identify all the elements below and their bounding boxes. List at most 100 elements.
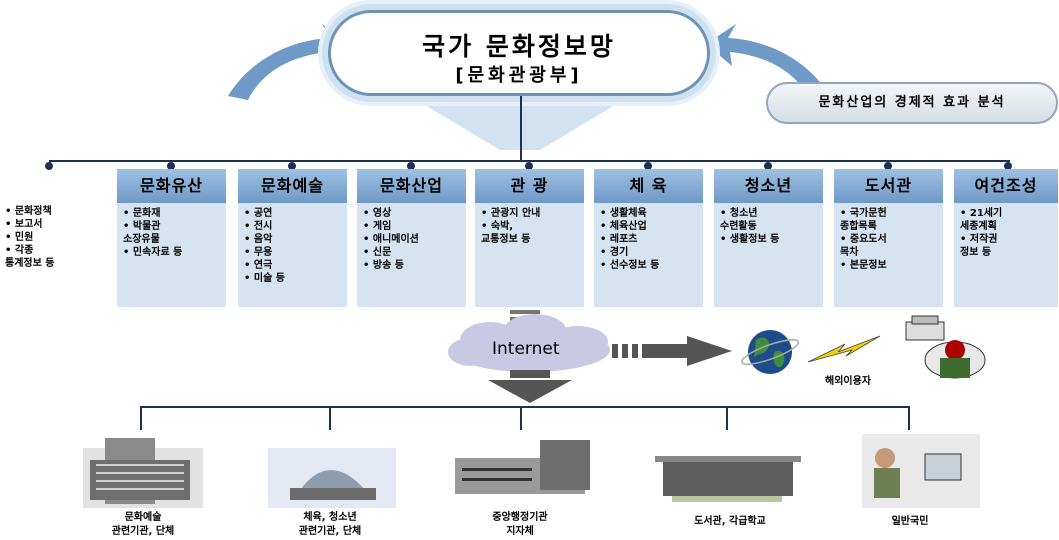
- category-box-industry: 문화산업 영상 게임 애니메이션 신문 방송 등: [357, 169, 466, 307]
- list-item: 레포츠: [600, 233, 700, 246]
- list-item: 박물관 소장유물: [123, 220, 223, 246]
- list-item: 방송 등: [363, 259, 463, 272]
- list-item: 생활정보 등: [720, 233, 820, 246]
- bottom-drop-line: [329, 406, 331, 430]
- list-item: 문화정책: [5, 205, 54, 218]
- misc-list: 문화정책 보고서 민원 각종 통계정보 등: [5, 205, 54, 270]
- list-item: 무용: [244, 246, 344, 259]
- list-item: 중요도서 목차: [840, 233, 940, 259]
- category-box-heritage: 문화유산 문화재 박물관 소장유물 민속자료 등: [117, 169, 226, 307]
- library-building-icon: [655, 456, 801, 502]
- bottom-illustrations: [83, 434, 980, 508]
- list-item: 연극: [244, 259, 344, 272]
- list-item: 문화재: [123, 207, 223, 220]
- branch-dot: [884, 162, 892, 170]
- list-item: 미술 등: [244, 272, 344, 285]
- bottom-label: 체육, 청소년 관련기관, 단체: [298, 512, 362, 537]
- list-item: 게임: [363, 220, 463, 233]
- category-box-tourism: 관 광 관광지 안내 숙박, 교통정보 등: [475, 169, 584, 307]
- list-item: 음악: [244, 233, 344, 246]
- category-box-youth: 청소년 청소년 수련활동 생활정보 등: [714, 169, 823, 307]
- network-subtitle: [문화관광부]: [455, 65, 583, 86]
- branch-dot: [644, 162, 652, 170]
- category-title: 청소년: [714, 169, 823, 203]
- government-building-icon: [455, 440, 590, 494]
- list-item: 보고서: [5, 218, 54, 231]
- list-item: 영상: [363, 207, 463, 220]
- branch-dot: [407, 162, 415, 170]
- office-building-icon: [83, 438, 203, 508]
- category-list: 문화재 박물관 소장유물 민속자료 등: [123, 207, 223, 259]
- category-title: 문화산업: [357, 169, 466, 203]
- list-item: 민속자료 등: [123, 246, 223, 259]
- list-item: 공연: [244, 207, 344, 220]
- category-list: 청소년 수련활동 생활정보 등: [720, 207, 820, 246]
- economic-analysis-badge: 문화산업의 경제적 효과 분석: [766, 82, 1058, 124]
- list-item: 전시: [244, 220, 344, 233]
- category-title: 문화유산: [117, 169, 226, 203]
- network-title: 국가 문화정보망: [422, 32, 616, 61]
- category-list: 공연 전시 음악 무용 연극 미술 등: [244, 207, 344, 285]
- list-item: 선수정보 등: [600, 259, 700, 272]
- list-item: 관광지 안내: [481, 207, 581, 220]
- branch-dot: [45, 162, 53, 170]
- bottom-branch-line: [140, 406, 910, 408]
- branch-dot: [1004, 162, 1012, 170]
- left-arrow-icon: [228, 24, 352, 100]
- category-title: 도서관: [834, 169, 943, 203]
- bottom-label: 중앙행정기관 지자체: [492, 512, 548, 537]
- list-item: 생활체육: [600, 207, 700, 220]
- branch-dot: [167, 162, 175, 170]
- list-item: 체육산업: [600, 220, 700, 233]
- globe-icon: [740, 330, 800, 374]
- cloud-icon: [448, 314, 610, 372]
- category-list: 생활체육 체육산업 레포츠 경기 선수정보 등: [600, 207, 700, 272]
- dome-building-icon: [268, 448, 396, 508]
- branch-dot: [525, 162, 533, 170]
- category-list: 영상 게임 애니메이션 신문 방송 등: [363, 207, 463, 272]
- list-item: 신문: [363, 246, 463, 259]
- list-item: 숙박, 교통정보 등: [481, 220, 581, 246]
- list-item: 청소년 수련활동: [720, 207, 820, 233]
- bottom-drop-line: [520, 406, 522, 430]
- internet-section: [448, 310, 986, 403]
- category-list: 21세기 세종계획 저작권 정보 등: [960, 207, 1055, 259]
- down-arrow-icon: [488, 370, 572, 403]
- list-item: 민원: [5, 231, 54, 244]
- bottom-label: 일반국민: [891, 516, 929, 527]
- category-list: 관광지 안내 숙박, 교통정보 등: [481, 207, 581, 246]
- list-item: 본문정보: [840, 259, 940, 272]
- category-box-library: 도서관 국가문헌 종합목록 중요도서 목차 본문정보: [834, 169, 943, 307]
- overseas-user-icon: [905, 315, 986, 379]
- list-item: 21세기 세종계획: [960, 207, 1055, 233]
- lightning-icon: [807, 335, 881, 363]
- bottom-drop-line: [908, 406, 910, 430]
- list-item: 애니메이션: [363, 233, 463, 246]
- branch-dot: [764, 162, 772, 170]
- branch-line: [49, 160, 1010, 162]
- citizens-computer-icon: [862, 434, 980, 508]
- internet-label: Internet: [492, 339, 560, 359]
- list-item: 저작권 정보 등: [960, 233, 1055, 259]
- branch-dot: [288, 162, 296, 170]
- right-arrow-icon: [706, 24, 830, 100]
- category-title: 관 광: [475, 169, 584, 203]
- bottom-drop-line: [140, 406, 142, 430]
- category-box-sports: 체 육 생활체육 체육산업 레포츠 경기 선수정보 등: [594, 169, 703, 307]
- overseas-user-label: 해외이용자: [825, 376, 871, 387]
- trunk-line: [520, 96, 522, 162]
- network-title-box: 국가 문화정보망 [문화관광부]: [328, 10, 710, 96]
- category-box-arts: 문화예술 공연 전시 음악 무용 연극 미술 등: [238, 169, 347, 307]
- bottom-label: 문화예술 관련기관, 단체: [111, 512, 175, 537]
- bottom-drop-line: [726, 406, 728, 430]
- list-item: 각종 통계정보 등: [5, 244, 54, 270]
- category-box-environment: 여건조성 21세기 세종계획 저작권 정보 등: [954, 169, 1058, 307]
- bottom-label: 도서관, 각급학교: [694, 516, 766, 527]
- list-item: 국가문헌 종합목록: [840, 207, 940, 233]
- category-title: 여건조성: [954, 169, 1058, 203]
- category-title: 체 육: [594, 169, 703, 203]
- category-title: 문화예술: [238, 169, 347, 203]
- right-arrow-icon: [612, 336, 732, 366]
- list-item: 경기: [600, 246, 700, 259]
- category-list: 국가문헌 종합목록 중요도서 목차 본문정보: [840, 207, 940, 272]
